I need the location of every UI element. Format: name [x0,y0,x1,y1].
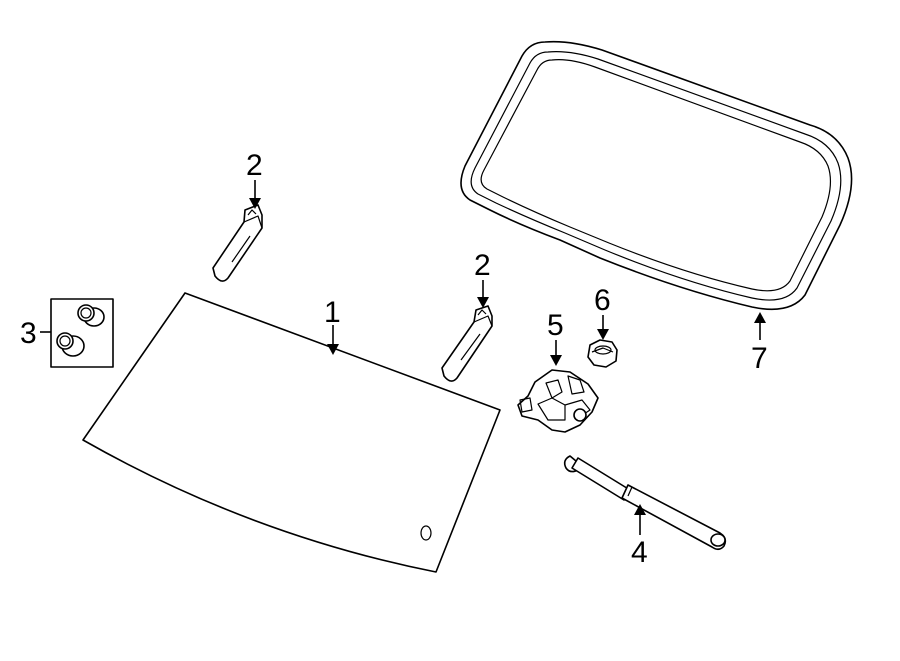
callout-leaders [40,180,766,535]
callout-6: 6 [594,284,611,317]
callout-labels: 1 2 2 3 4 5 6 7 [20,149,768,569]
latch-bracket [517,369,599,433]
callout-2-right: 2 [474,249,491,282]
glass-seal-frame [460,40,853,311]
lift-support-strut [563,455,727,551]
hinge-left [212,204,263,282]
bumper-caps-box [50,298,114,368]
callout-7: 7 [751,342,768,375]
callout-5: 5 [547,309,564,342]
callout-4: 4 [631,536,648,569]
back-glass [82,292,501,573]
callout-2-left: 2 [246,149,263,182]
bumper-cap-upper [77,304,105,327]
hinge-right [441,305,493,382]
glass-hole [420,525,432,541]
callout-1: 1 [324,296,341,329]
callout-3: 3 [20,317,37,350]
nut [587,339,618,368]
bumper-cap-lower [56,332,85,357]
